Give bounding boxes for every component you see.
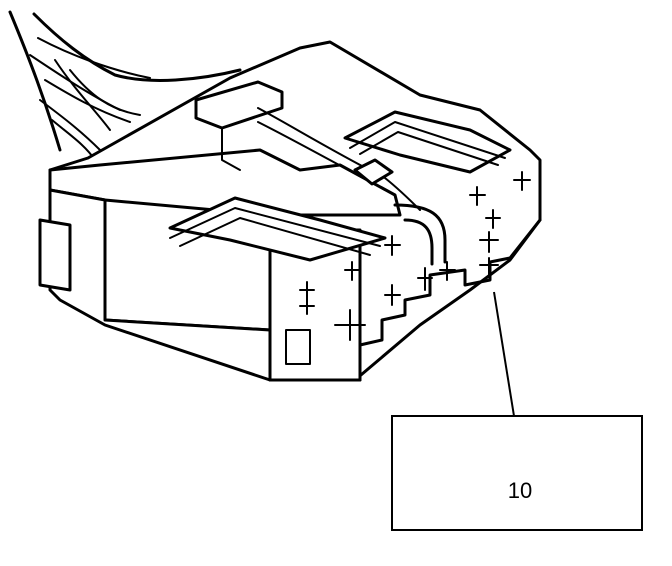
wire-harness bbox=[8, 10, 242, 161]
terminal-cavities bbox=[299, 171, 531, 341]
leader-line bbox=[493, 291, 515, 417]
callout-label: 10 bbox=[508, 478, 532, 503]
connector-housing bbox=[38, 40, 542, 382]
callout-box: 10 bbox=[391, 415, 643, 531]
